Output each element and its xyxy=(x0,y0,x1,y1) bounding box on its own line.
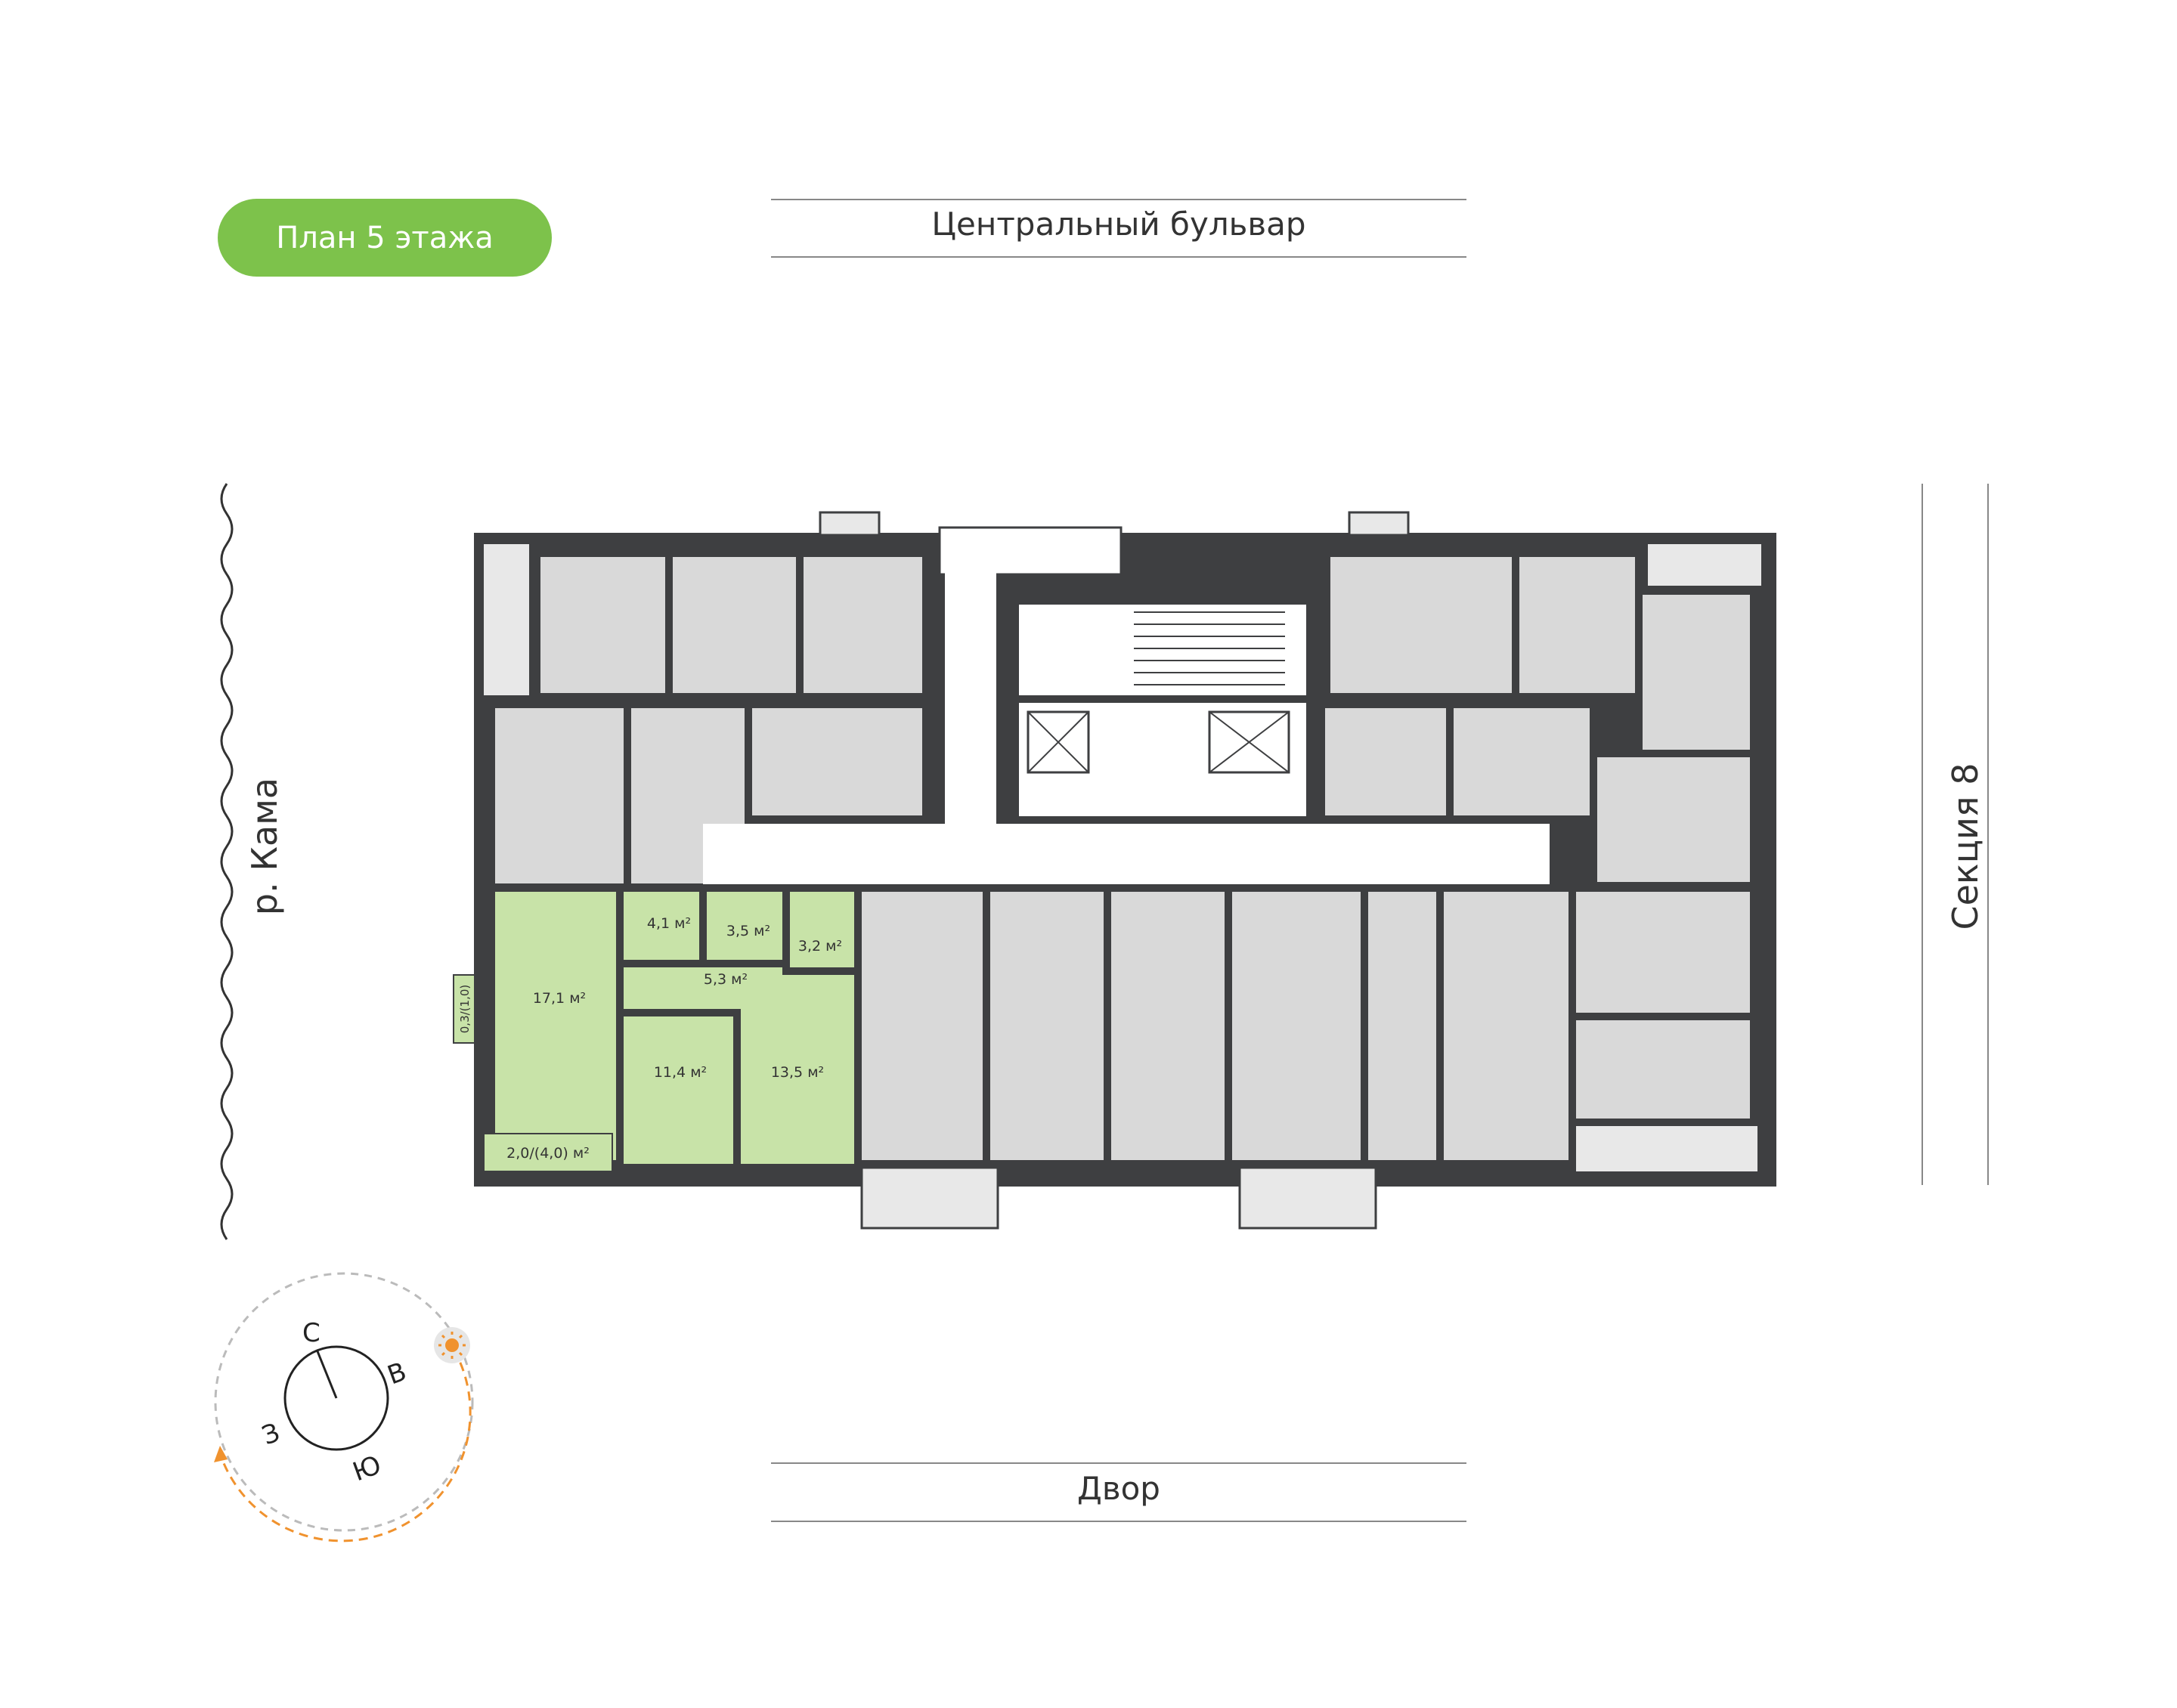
stair-treads xyxy=(1134,611,1285,685)
room xyxy=(1330,557,1512,693)
apartment-wc xyxy=(790,892,854,967)
sun-path-arc xyxy=(218,1348,472,1542)
compass-east: В xyxy=(383,1357,410,1391)
bottom-street-line-upper xyxy=(771,1462,1466,1464)
sun-rays xyxy=(438,1332,466,1359)
room xyxy=(540,557,665,693)
corridor-left-stub xyxy=(945,544,996,824)
room xyxy=(1576,892,1750,1013)
apartment-bed2 xyxy=(741,975,854,1164)
room xyxy=(862,892,983,1160)
room-area-label: 5,3 м² xyxy=(704,971,748,988)
sun-path-circle xyxy=(214,1272,474,1532)
compass-west: З xyxy=(258,1417,283,1451)
apartment-balcony xyxy=(483,1133,613,1172)
room xyxy=(673,557,796,693)
room xyxy=(752,708,922,815)
floor-badge: План 5 этажа xyxy=(218,199,552,277)
compass-circle xyxy=(283,1345,389,1451)
loggia-top-right xyxy=(1348,511,1410,537)
top-street-line-lower xyxy=(771,256,1466,258)
room-area-label: 2,0/(4,0) м² xyxy=(506,1145,590,1162)
apartment-bed1 xyxy=(624,1016,733,1164)
stair-core xyxy=(1019,605,1306,695)
compass-north: С xyxy=(302,1318,321,1348)
loggia-bottom xyxy=(1576,1126,1757,1171)
bottom-street-label: Двор xyxy=(1077,1470,1160,1507)
room xyxy=(990,892,1104,1160)
room-area-label: 13,5 м² xyxy=(771,1064,824,1081)
top-street-label: Центральный бульвар xyxy=(931,206,1306,243)
room xyxy=(1454,708,1590,815)
loggia-left-strip xyxy=(484,544,529,695)
loggia-bottom xyxy=(860,1166,999,1230)
bottom-street-line-lower xyxy=(771,1521,1466,1522)
apartment-storage xyxy=(707,892,782,960)
room xyxy=(1444,892,1568,1160)
sun-path-arrow xyxy=(214,1446,228,1462)
room-area-label: 4,1 м² xyxy=(647,915,691,932)
room-area-label: 3,2 м² xyxy=(798,938,842,955)
room-area-label: 0,3/(1,0) xyxy=(458,985,472,1033)
room-area-label: 11,4 м² xyxy=(654,1064,707,1081)
loggia-right-strip xyxy=(1648,544,1761,586)
elevator-cross xyxy=(1209,711,1290,773)
room xyxy=(1597,757,1750,882)
room xyxy=(1325,708,1446,815)
apartment-bath xyxy=(624,892,699,960)
room-area-label: 17,1 м² xyxy=(533,990,586,1007)
apartment-bay xyxy=(453,974,475,1044)
compass-needle xyxy=(316,1351,338,1399)
top-street-line-upper xyxy=(771,199,1466,200)
elevator-cross xyxy=(1027,711,1089,773)
loggia-top-left xyxy=(819,511,881,537)
room xyxy=(1232,892,1361,1160)
river-wave-line xyxy=(220,483,234,1240)
room xyxy=(1643,595,1750,750)
room xyxy=(1368,892,1436,1160)
corridor xyxy=(703,824,1550,884)
room xyxy=(1111,892,1225,1160)
room-area-label: 3,5 м² xyxy=(726,923,770,939)
room xyxy=(804,557,922,693)
compass-south: Ю xyxy=(348,1450,385,1487)
room xyxy=(1519,557,1635,693)
room xyxy=(1576,1020,1750,1119)
apartment-living xyxy=(495,892,616,1160)
room xyxy=(495,708,624,883)
sun-icon xyxy=(445,1338,459,1352)
loggia-bottom xyxy=(1238,1166,1377,1230)
